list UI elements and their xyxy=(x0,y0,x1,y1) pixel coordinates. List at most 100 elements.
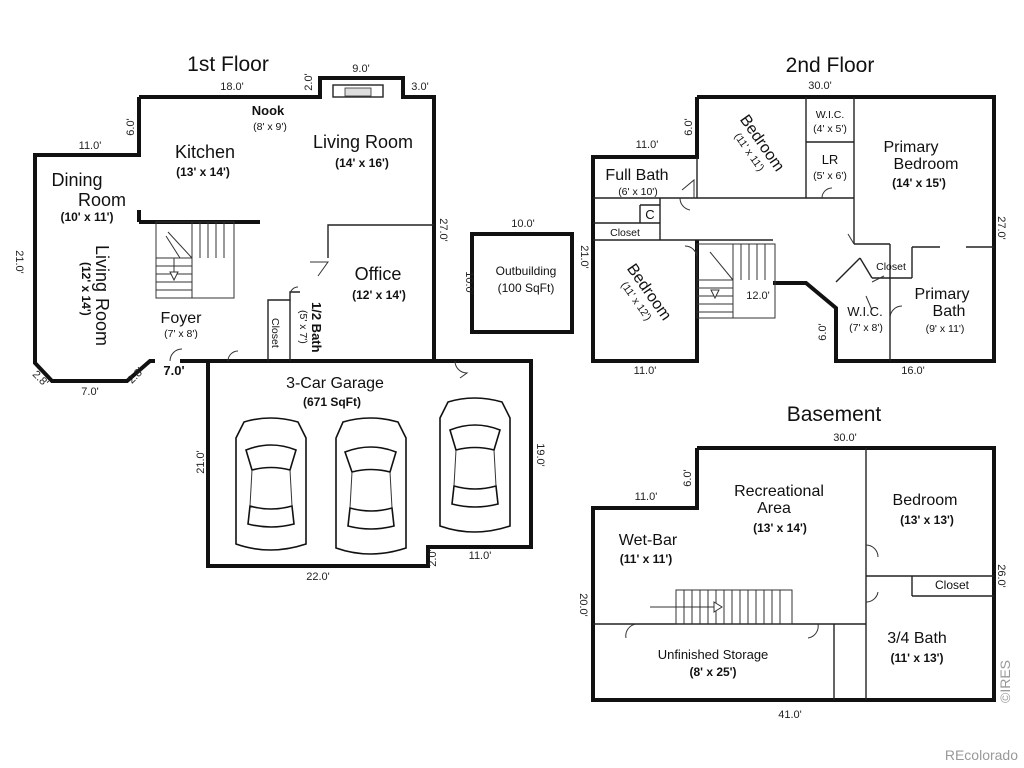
fireplace-hearth xyxy=(344,87,372,97)
dining-room-label-2: Room xyxy=(78,190,126,210)
wet-bar-label: Wet-Bar xyxy=(619,532,678,549)
primary-bedroom-label-1: Primary xyxy=(883,139,938,156)
kitchen-size: (13' x 14') xyxy=(176,165,230,179)
half-bath-door xyxy=(289,286,299,296)
second-floor: 2nd Floor xyxy=(578,54,1007,377)
primary-door xyxy=(847,233,855,245)
first-floor-stairs xyxy=(155,221,235,299)
dim-2: 2.0' xyxy=(303,73,315,90)
basement-stairs xyxy=(650,589,793,625)
second-dim-bottom-11: 11.0' xyxy=(634,365,657,377)
storage-door-1 xyxy=(625,623,637,639)
outbuilding-dim-left: 10.0' xyxy=(463,271,475,295)
primary-closet-label: Closet xyxy=(876,261,906,273)
second-closet-label: Closet xyxy=(610,227,640,239)
first-floor-title: 1st Floor xyxy=(187,53,269,76)
second-dim-21: 21.0' xyxy=(578,245,590,269)
foyer-dim-7: 7.0' xyxy=(163,363,184,378)
bedroom1-group: Bedroom (11' x 11') xyxy=(731,112,787,175)
wic2-label: W.I.C. xyxy=(847,304,882,319)
storage-size: (8' x 25') xyxy=(689,665,736,679)
garage-entry-door xyxy=(227,350,239,362)
dim-6: 6.0' xyxy=(125,118,137,135)
living-room-2-label-1: Living xyxy=(92,245,112,292)
dining-room-label-1: Dining xyxy=(51,170,102,190)
basement-dim-11: 11.0' xyxy=(635,491,658,503)
nook-label: Nook xyxy=(252,103,285,118)
full-bath-door xyxy=(681,178,695,198)
basement-bath-label: 3/4 Bath xyxy=(887,630,947,647)
car-1 xyxy=(235,417,307,551)
garage-dim-22: 22.0' xyxy=(306,571,330,583)
bedroom-door xyxy=(865,544,879,558)
second-dim-6: 6.0' xyxy=(683,118,695,135)
basement-bedroom-label: Bedroom xyxy=(893,492,958,509)
second-floor-outer-wall xyxy=(591,95,996,363)
bedroom1-door xyxy=(679,197,691,211)
kitchen-label: Kitchen xyxy=(175,142,235,162)
bath-door-b xyxy=(865,591,879,603)
storage-label: Unfinished Storage xyxy=(658,647,769,662)
second-floor-title: 2nd Floor xyxy=(786,54,875,77)
dim-2-8a: 2.8' xyxy=(30,368,51,389)
living-room-size: (14' x 16') xyxy=(335,156,389,170)
recolorado-watermark: REcolorado xyxy=(945,747,1018,763)
c-closet-label: C xyxy=(645,207,654,222)
primary-bedroom-size: (14' x 15') xyxy=(892,176,946,190)
garage-label: 3-Car Garage xyxy=(286,375,384,392)
full-bath-label: Full Bath xyxy=(605,167,668,184)
garage-dim-11: 11.0' xyxy=(469,550,492,562)
lr-size: (5' x 6') xyxy=(813,170,847,182)
basement-outer-wall xyxy=(591,446,996,702)
basement-closet-label: Closet xyxy=(935,578,970,592)
garage-side-door xyxy=(454,360,469,379)
lr-label: LR xyxy=(822,152,839,167)
dim-11: 11.0' xyxy=(79,140,102,152)
garage: 3-Car Garage (671 SqFt) 21.0' 19.0' 22.0… xyxy=(195,359,546,583)
outbuilding-wall xyxy=(470,232,574,334)
dim-27: 27.0' xyxy=(437,218,449,242)
wet-bar-size: (11' x 11') xyxy=(620,552,672,566)
wic2-size: (7' x 8') xyxy=(849,322,883,334)
second-dim-12: 12.0' xyxy=(746,290,770,302)
second-floor-stairs xyxy=(696,243,776,319)
basement-dim-20: 20.0' xyxy=(577,593,589,617)
half-bath-label: 1/2 Bath xyxy=(309,302,324,353)
basement-dim-6: 6.0' xyxy=(682,469,694,486)
ires-watermark: ©IRES xyxy=(997,660,1013,703)
primary-bedroom-label-2: Bedroom xyxy=(894,156,959,173)
full-bath-size: (6' x 10') xyxy=(618,186,658,198)
recreational-size: (13' x 14') xyxy=(753,521,807,535)
living-room-2-label-2: Room xyxy=(92,298,112,346)
wic1-size: (4' x 5') xyxy=(813,123,847,135)
foyer-label: Foyer xyxy=(161,310,203,327)
office-size: (12' x 14') xyxy=(352,288,406,302)
first-floor: 1st Floor xyxy=(13,53,449,398)
dim-3: 3.0' xyxy=(411,81,428,93)
outbuilding-size: (100 SqFt) xyxy=(498,281,555,295)
garage-dim-21: 21.0' xyxy=(195,450,207,474)
basement-dim-41: 41.0' xyxy=(778,709,802,721)
dim-9: 9.0' xyxy=(352,63,369,75)
dim-21: 21.0' xyxy=(13,250,25,274)
outbuilding-dim-top: 10.0' xyxy=(511,218,535,230)
front-door xyxy=(169,348,183,362)
primary-bath-label-1: Primary xyxy=(914,286,969,303)
living-room-label: Living Room xyxy=(313,132,413,152)
primary-bath-size: (9' x 11') xyxy=(926,323,965,335)
car-3 xyxy=(439,397,511,533)
office-label: Office xyxy=(355,264,402,284)
basement-dim-26: 26.0' xyxy=(995,564,1007,588)
fireplace xyxy=(332,84,384,98)
primary-bath-label-2: Bath xyxy=(933,303,966,320)
office-wall xyxy=(267,224,434,361)
garage-outer-wall xyxy=(206,359,533,568)
lr-door xyxy=(821,187,833,199)
garage-dim-19: 19.0' xyxy=(534,443,546,467)
recreational-label-2: Area xyxy=(757,500,791,517)
bedroom2-door xyxy=(684,245,698,259)
basement: Basement xyxy=(577,403,1007,721)
second-dim-30: 30.0' xyxy=(808,80,832,92)
wic-door xyxy=(871,275,885,283)
